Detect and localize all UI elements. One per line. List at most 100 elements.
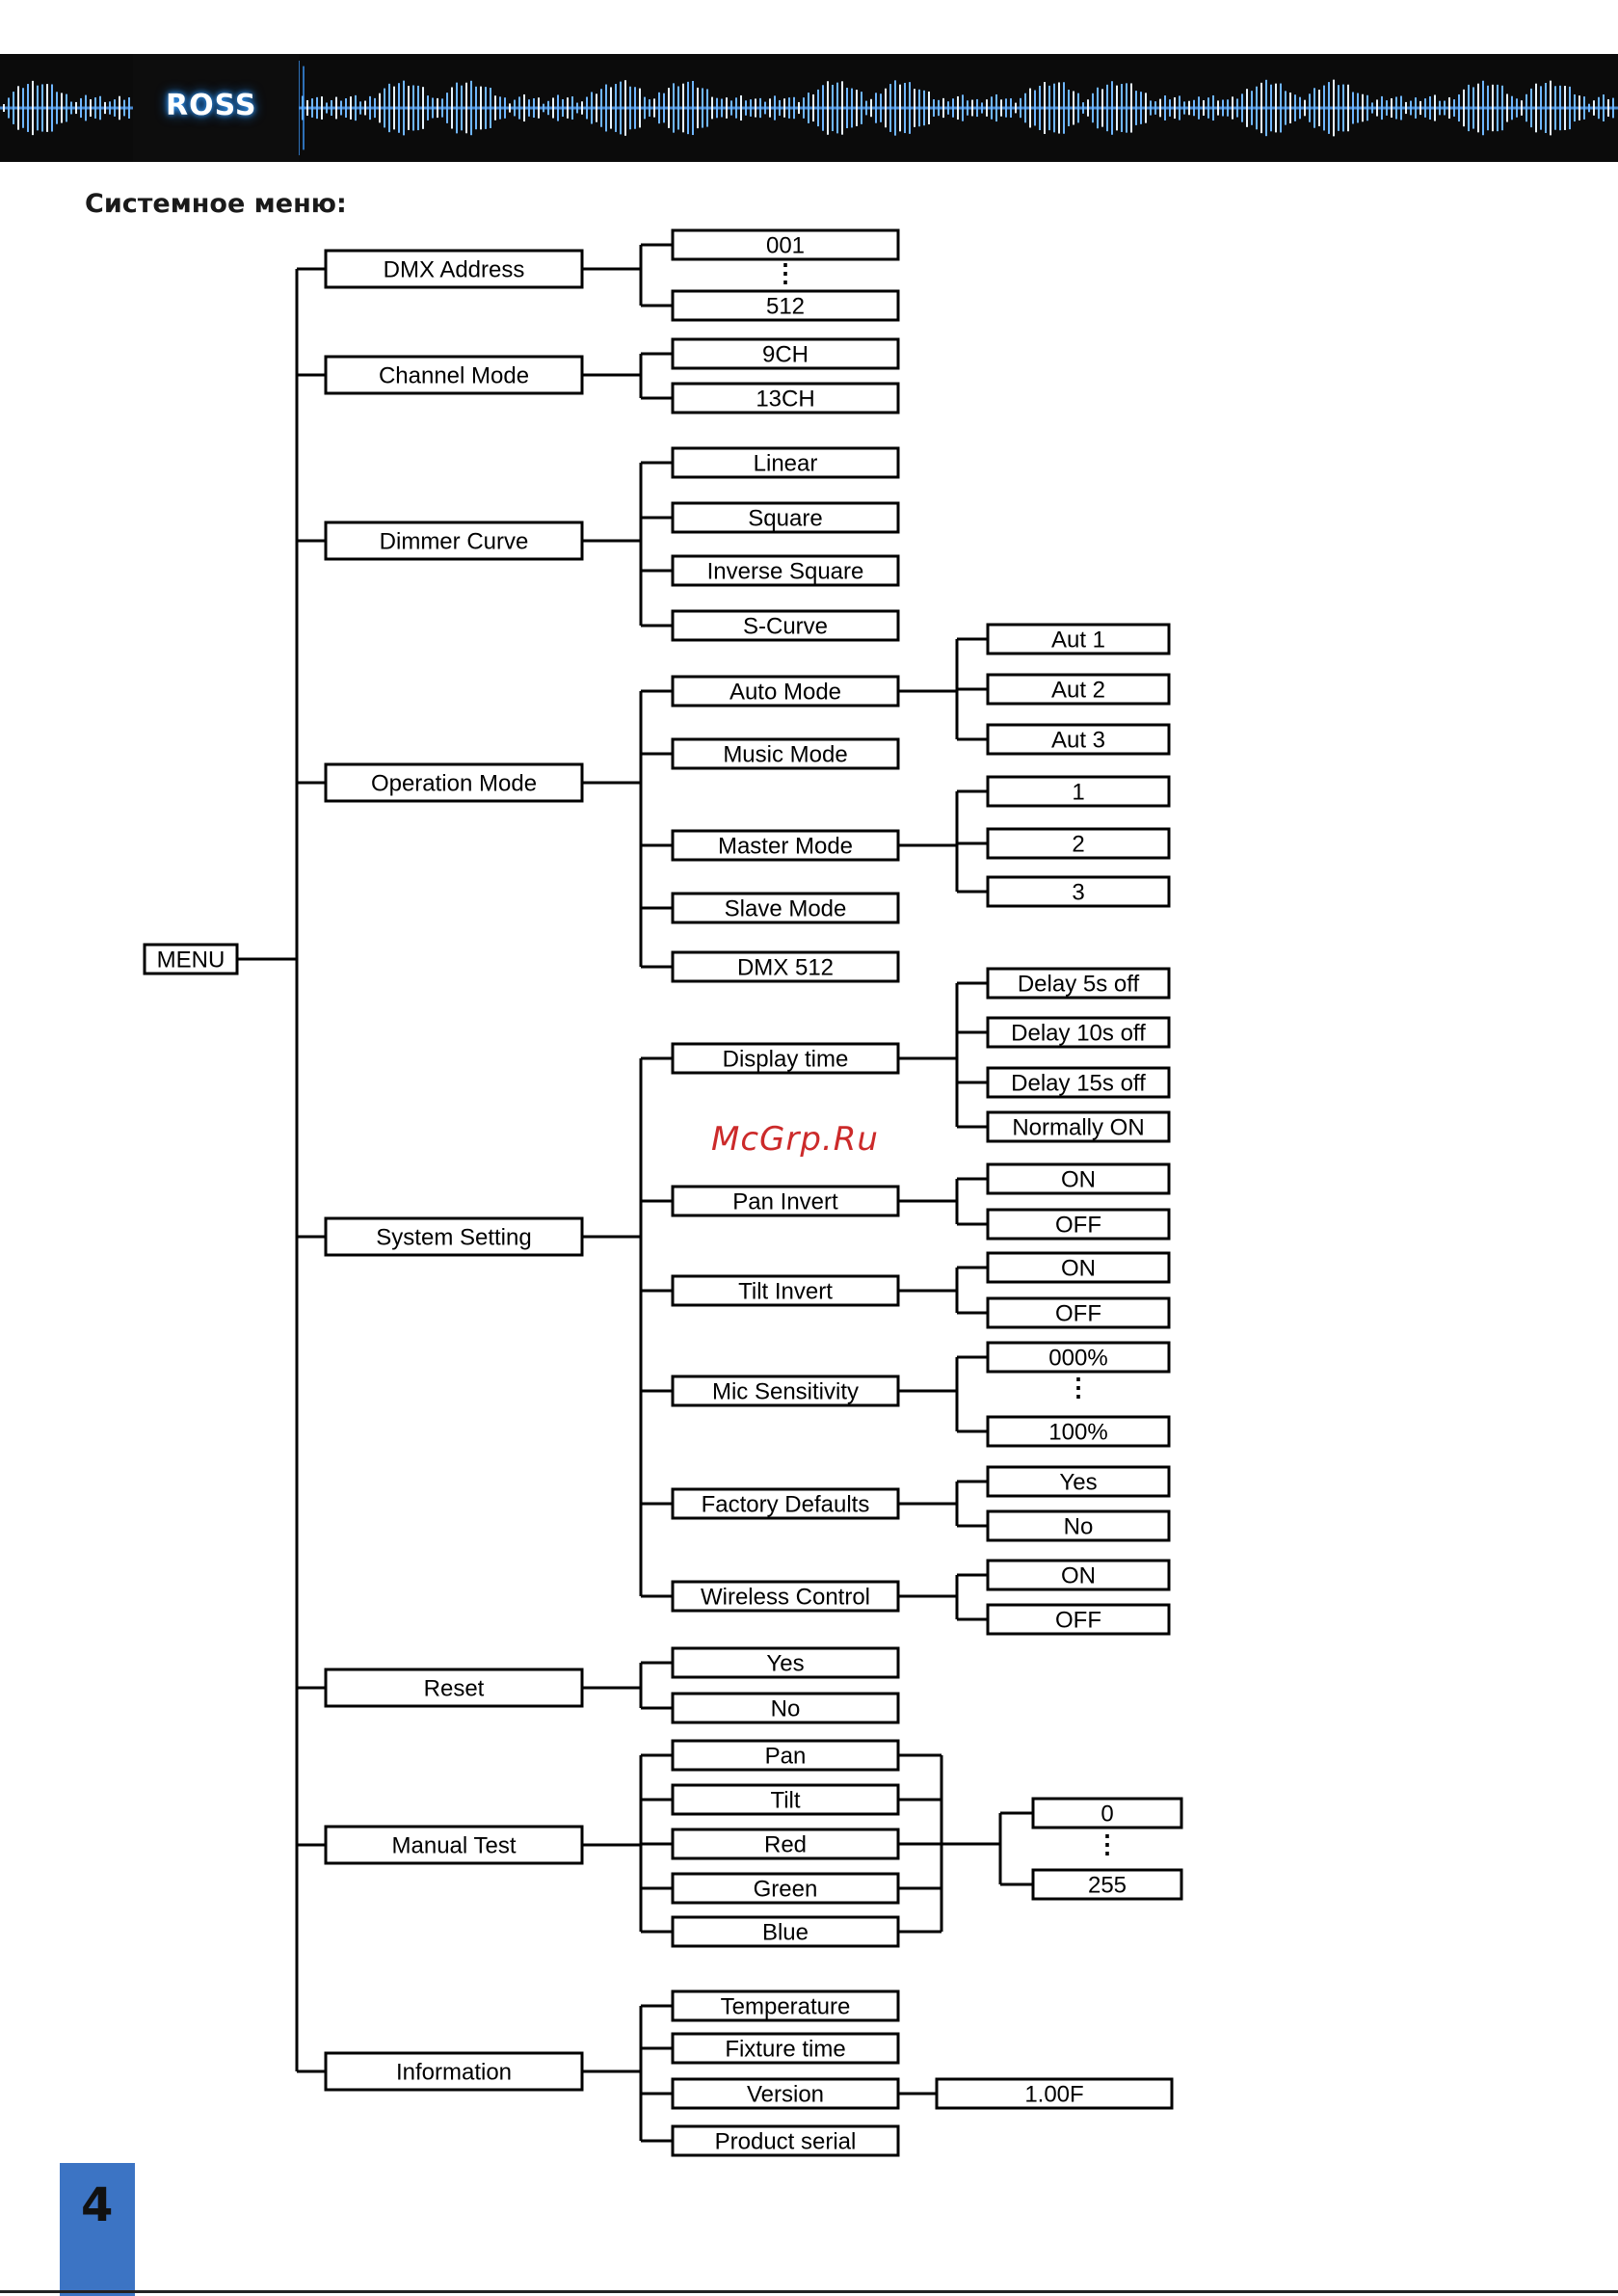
menu-node-label: Version — [747, 2082, 824, 2108]
menu-node-master-mode: Master Mode — [671, 829, 900, 862]
menu-node-label: Yes — [1059, 1470, 1097, 1496]
auto-mode-option: Aut 2 — [986, 673, 1171, 706]
menu-node-label: Reset — [424, 1676, 485, 1702]
manual-test-channel: Green — [671, 1872, 900, 1905]
menu-node-label: Delay 5s off — [1018, 972, 1140, 998]
manual-test-channel: Tilt — [671, 1783, 900, 1816]
menu-node-label: DMX Address — [384, 257, 525, 283]
channel-mode-option: 9CH — [671, 337, 900, 370]
page-number: 4 — [81, 2178, 114, 2232]
menu-node-factory-defaults: Factory Defaults — [671, 1487, 900, 1520]
menu-node-label: Mic Sensitivity — [712, 1379, 859, 1405]
menu-node-label: Delay 15s off — [1011, 1071, 1146, 1097]
menu-root: MENU — [143, 943, 239, 975]
dimmer-curve-option: Inverse Square — [671, 554, 900, 587]
tilt-invert-option: OFF — [986, 1296, 1171, 1329]
ross-logo: ROSS — [133, 54, 299, 162]
menu-node-label: Linear — [754, 451, 818, 477]
ellipsis-marker: ⋮ — [1095, 1829, 1120, 1858]
menu-node-dmx-512: DMX 512 — [671, 950, 900, 983]
menu-node-information: Information — [324, 2051, 584, 2092]
dmx-address-max: 512 — [671, 289, 900, 322]
menu-node-label: 2 — [1072, 832, 1084, 858]
reset-option: Yes — [671, 1646, 900, 1679]
pan-invert-option: OFF — [986, 1208, 1171, 1241]
menu-node-slave-mode: Slave Mode — [671, 892, 900, 924]
menu-node-label: Aut 1 — [1051, 627, 1105, 654]
menu-node-dimmer-curve: Dimmer Curve — [324, 521, 584, 561]
menu-node-label: Tilt — [770, 1788, 800, 1814]
page-number-tab: 4 — [60, 2163, 135, 2296]
menu-node-label: Yes — [766, 1651, 804, 1677]
menu-node-wireless-control: Wireless Control — [671, 1580, 900, 1613]
menu-node-label: 1 — [1072, 780, 1084, 806]
menu-node-label: No — [771, 1696, 801, 1722]
menu-node-label: Display time — [723, 1047, 849, 1073]
menu-node-label: Delay 10s off — [1011, 1021, 1146, 1047]
menu-node-label: OFF — [1055, 1301, 1101, 1327]
auto-mode-option: Aut 1 — [986, 623, 1171, 655]
menu-node-label: Inverse Square — [707, 559, 864, 585]
menu-node-label: System Setting — [376, 1225, 531, 1251]
display-time-option: Delay 15s off — [986, 1066, 1171, 1099]
dimmer-curve-option: Linear — [671, 446, 900, 479]
menu-node-label: No — [1064, 1514, 1094, 1540]
firmware-version-value: 1.00F — [935, 2077, 1174, 2110]
menu-node-label: Wireless Control — [701, 1585, 870, 1611]
menu-node-label: OFF — [1055, 1213, 1101, 1239]
logo-text: ROSS — [166, 89, 257, 122]
menu-node-manual-test: Manual Test — [324, 1825, 584, 1865]
menu-node-label: Tilt Invert — [738, 1279, 833, 1305]
dimmer-curve-option: Square — [671, 501, 900, 534]
dmx-address-min: 001 — [671, 228, 900, 261]
master-mode-option: 3 — [986, 875, 1171, 908]
menu-node-channel-mode: Channel Mode — [324, 355, 584, 395]
menu-node-dmx-address: DMX Address — [324, 249, 584, 289]
menu-node-label: Fixture time — [725, 2037, 845, 2063]
menu-node-label: Pan Invert — [732, 1189, 838, 1215]
manual-test-max: 255 — [1031, 1868, 1183, 1901]
menu-node-auto-mode: Auto Mode — [671, 675, 900, 707]
menu-node-reset: Reset — [324, 1668, 584, 1708]
menu-node-label: Aut 2 — [1051, 678, 1105, 704]
menu-node-label: Aut 3 — [1051, 728, 1105, 754]
menu-node-music-mode: Music Mode — [671, 737, 900, 770]
menu-node-display-time: Display time — [671, 1042, 900, 1075]
header-banner: ROSS — [0, 54, 1618, 162]
channel-mode-option: 13CH — [671, 382, 900, 414]
information-item: Temperature — [671, 1989, 900, 2022]
menu-node-label: S-Curve — [743, 614, 828, 640]
menu-node-label: 001 — [766, 233, 805, 259]
menu-node-label: Pan — [765, 1744, 807, 1770]
menu-node-system-setting: System Setting — [324, 1216, 584, 1257]
menu-node-label: Slave Mode — [725, 896, 847, 922]
pan-invert-option: ON — [986, 1162, 1171, 1195]
menu-node-label: Factory Defaults — [702, 1492, 870, 1518]
tilt-invert-option: ON — [986, 1251, 1171, 1284]
information-item: Product serial — [671, 2124, 900, 2157]
menu-node-label: OFF — [1055, 1608, 1101, 1634]
mic-sensitivity-min: 000% — [986, 1341, 1171, 1374]
menu-node-label: Red — [764, 1832, 807, 1858]
menu-node-label: ON — [1061, 1167, 1096, 1193]
menu-node-operation-mode: Operation Mode — [324, 762, 584, 803]
menu-node-label: Channel Mode — [379, 363, 529, 389]
menu-node-label: Temperature — [721, 1994, 851, 2020]
page-heading: Системное меню: — [85, 189, 347, 219]
display-time-option: Delay 10s off — [986, 1016, 1171, 1049]
menu-node-label: MENU — [157, 948, 225, 974]
menu-node-mic-sensitivity: Mic Sensitivity — [671, 1375, 900, 1407]
menu-node-label: Auto Mode — [729, 680, 841, 706]
menu-node-pan-invert: Pan Invert — [671, 1185, 900, 1217]
menu-node-label: 1.00F — [1024, 2082, 1083, 2108]
menu-node-label: Green — [754, 1877, 818, 1903]
menu-node-label: Information — [396, 2060, 512, 2086]
menu-node-label: Square — [748, 506, 822, 532]
factory-defaults-option: No — [986, 1509, 1171, 1542]
ellipsis-marker: ⋮ — [1066, 1373, 1091, 1402]
auto-mode-option: Aut 3 — [986, 723, 1171, 756]
menu-node-label: Blue — [762, 1920, 809, 1946]
display-time-option: Normally ON — [986, 1110, 1171, 1143]
information-item: Fixture time — [671, 2032, 900, 2065]
